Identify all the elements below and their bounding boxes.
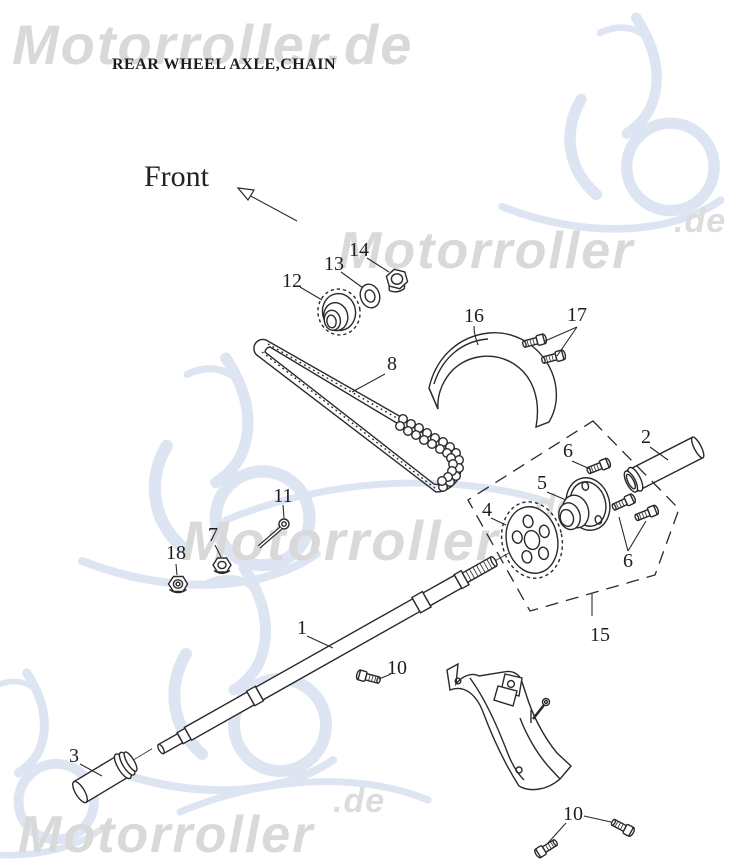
part-8-chain-drawing: [253, 338, 465, 493]
part-11-cotter-pin-drawing: [257, 518, 290, 549]
callout-labels: 12 13 14 16 17 8 2 6 5 4 6 11 7 18 15 1 …: [69, 239, 651, 825]
callout-16: 16: [464, 305, 484, 327]
part-12-front-sprocket-drawing: [317, 288, 361, 336]
callout-6-bottom: 6: [623, 550, 633, 572]
callout-10-bottom: 10: [563, 803, 583, 825]
front-arrow: [236, 187, 298, 222]
part-10-bolt-middle-drawing: [354, 668, 383, 687]
swoosh-watermark: [222, 479, 552, 524]
watermark-mid-right-text: Motorroller: [338, 222, 635, 280]
page-title: REAR WHEEL AXLE,CHAIN: [112, 56, 336, 73]
part-16-chain-guard-drawing: [428, 332, 558, 429]
callout-3: 3: [69, 745, 79, 767]
callout-6-top: 6: [563, 440, 573, 462]
chain-guard-bracket-drawing: [446, 662, 572, 791]
part-18-nut-drawing: [167, 575, 189, 594]
callout-7: 7: [208, 524, 218, 546]
callout-13: 13: [324, 253, 344, 275]
leader-lines: [79, 257, 669, 844]
watermark-bottom-text: Motorroller: [18, 806, 315, 860]
callout-11: 11: [273, 485, 292, 507]
callout-8: 8: [387, 353, 397, 375]
chain-links: [395, 414, 465, 493]
watermark-mid-left-text: Motorroller: [182, 509, 501, 572]
part-6-bolts-bottom-drawing: [609, 492, 661, 524]
watermark-top-text: Motorroller.de: [12, 13, 413, 76]
scooter-logo-watermark: [502, 18, 721, 229]
part-7-nut-drawing: [212, 557, 232, 574]
callout-5: 5: [537, 472, 547, 494]
part-2-sleeve-drawing: [623, 436, 705, 493]
part-15-assembly-outline: [467, 420, 680, 612]
callout-12: 12: [282, 270, 302, 292]
swoosh-watermark: [176, 778, 432, 816]
watermark-mid-right-suffix: .de: [674, 202, 726, 240]
callout-18: 18: [166, 542, 186, 564]
front-label: Front: [144, 160, 210, 193]
part-4-rear-sprocket-drawing: [500, 501, 564, 579]
callout-17: 17: [567, 304, 587, 326]
callout-10-middle: 10: [387, 657, 407, 679]
callout-2: 2: [641, 426, 651, 448]
part-1-axle-drawing: [157, 552, 509, 755]
diagram-layer: REAR WHEEL AXLE,CHAIN Front: [69, 56, 705, 860]
part-5-hub-drawing: [558, 477, 611, 531]
callout-4: 4: [482, 499, 492, 521]
part-6-bolt-top-drawing: [584, 456, 613, 477]
callout-14: 14: [349, 239, 369, 261]
watermark-bottom-suffix: .de: [333, 782, 385, 820]
callout-15: 15: [590, 624, 610, 646]
part-14-nut-drawing: [385, 268, 409, 293]
part-3-spacer-drawing: [72, 748, 153, 804]
callout-1: 1: [297, 617, 307, 639]
part-10-bolts-bottom-drawing: [532, 816, 637, 860]
part-13-washer-drawing: [359, 283, 381, 309]
